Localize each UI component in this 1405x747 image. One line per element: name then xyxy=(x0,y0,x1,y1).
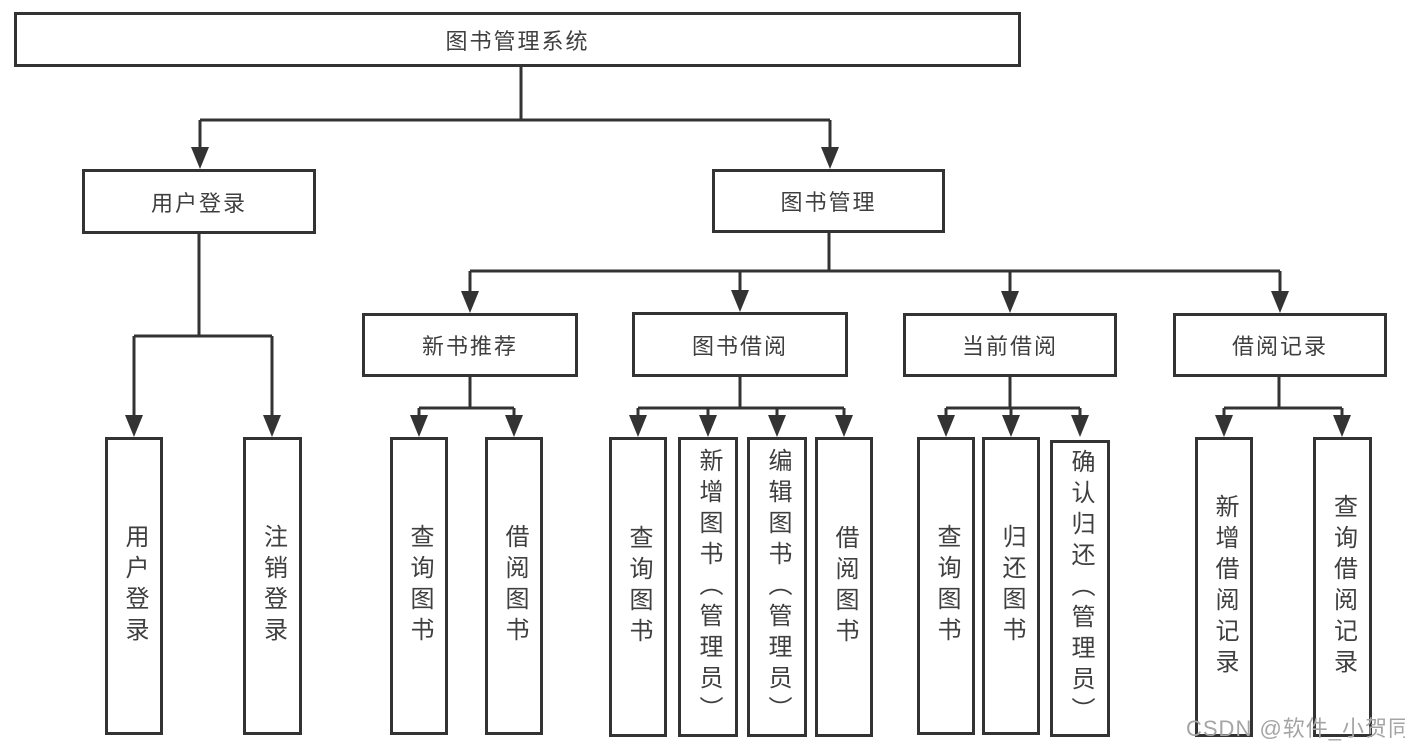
node-label: 查询借阅记录 xyxy=(1329,494,1357,680)
node-leaf-user-login: 用户登录 xyxy=(105,437,163,735)
node-label: 确认归还（管理员） xyxy=(1067,449,1094,728)
node-label: 查询图书 xyxy=(933,524,960,648)
node-leaf-br-add-record: 新增借阅记录 xyxy=(1195,437,1253,737)
node-label: 用户登录 xyxy=(121,524,148,648)
node-leaf-bb-query-books: 查询图书 xyxy=(609,437,667,737)
node-current-borrowing: 当前借阅 xyxy=(903,313,1117,377)
node-label: 编辑图书（管理员） xyxy=(764,447,791,727)
node-leaf-bb-edit-books-admin: 编辑图书（管理员） xyxy=(747,437,807,737)
node-label: 用户登录 xyxy=(150,190,247,216)
csdn-watermark: CSDN @软件_小贺同学 xyxy=(1186,716,1405,741)
node-label: 图书管理系统 xyxy=(445,28,590,54)
node-label: 图书借阅 xyxy=(691,333,788,359)
node-label: 借阅图书 xyxy=(501,524,528,648)
node-label: 查询图书 xyxy=(406,524,433,648)
arrowheads xyxy=(125,147,1351,437)
node-leaf-cb-query-books: 查询图书 xyxy=(917,437,975,735)
node-label: 新增借阅记录 xyxy=(1211,494,1238,680)
node-leaf-bb-borrow-books: 借阅图书 xyxy=(815,437,873,737)
node-user-login-group: 用户登录 xyxy=(82,169,316,234)
node-leaf-logout: 注销登录 xyxy=(243,437,302,735)
node-book-borrowing: 图书借阅 xyxy=(632,312,848,377)
node-label: 图书管理 xyxy=(780,190,877,215)
node-leaf-cb-confirm-return-admin: 确认归还（管理员） xyxy=(1050,440,1110,737)
node-label: 当前借阅 xyxy=(961,334,1058,359)
node-root: 图书管理系统 xyxy=(14,12,1021,67)
node-leaf-nb-query-books: 查询图书 xyxy=(390,437,448,735)
node-label: 借阅图书 xyxy=(831,525,858,649)
node-label: 查询图书 xyxy=(625,525,652,649)
node-label: 新增图书（管理员） xyxy=(695,447,722,727)
node-label: 归还图书 xyxy=(998,524,1025,648)
node-label: 新书推荐 xyxy=(421,334,518,359)
node-leaf-bb-add-books-admin: 新增图书（管理员） xyxy=(678,437,738,737)
node-leaf-br-query-record: 查询借阅记录 xyxy=(1313,437,1372,737)
node-leaf-cb-return-books: 归还图书 xyxy=(982,437,1040,735)
node-label: 借阅记录 xyxy=(1231,334,1328,359)
node-new-book-recommend: 新书推荐 xyxy=(362,313,578,377)
node-leaf-nb-borrow-books: 借阅图书 xyxy=(485,437,543,735)
node-book-management: 图书管理 xyxy=(712,169,945,233)
node-borrowing-records: 借阅记录 xyxy=(1173,313,1387,377)
node-label: 注销登录 xyxy=(259,524,287,648)
